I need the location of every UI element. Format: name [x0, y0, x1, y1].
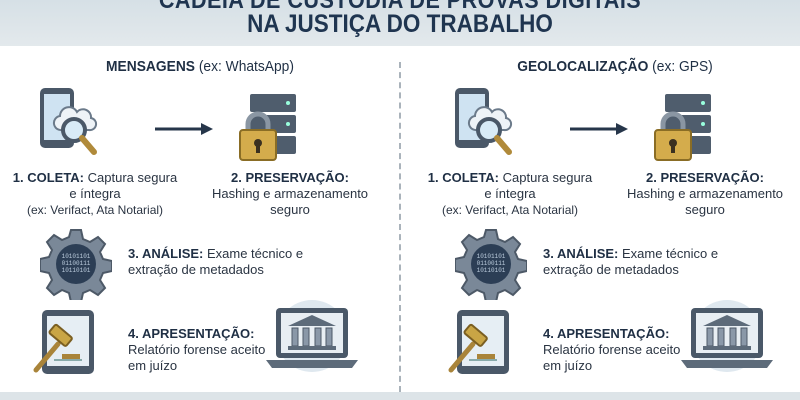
column-title: GEOLOCALIZAÇÃO (ex: GPS)	[431, 58, 799, 75]
step-label: 2. PRESERVAÇÃO:	[231, 170, 349, 185]
svg-text:10101101: 10101101	[62, 253, 91, 260]
step-label: 4. APRESENTAÇÃO:	[543, 326, 670, 341]
column-title-rest: (ex: GPS)	[648, 58, 713, 75]
phone-cloud-magnifier-icon	[36, 86, 106, 167]
tablet-gavel-icon	[447, 308, 513, 381]
step-label: 2. PRESERVAÇÃO:	[646, 170, 764, 185]
svg-text:10101101: 10101101	[477, 253, 506, 260]
step-1-coleta: 1. COLETA: Captura segura e íntegra (ex: …	[425, 170, 595, 218]
step-3-analise: 3. ANÁLISE: Exame técnico e extração de …	[543, 246, 733, 278]
laptop-courthouse-icon	[264, 298, 360, 379]
step-2-preservacao: 2. PRESERVAÇÃO:Hashing e armazenamento s…	[200, 170, 380, 218]
footer-strip	[0, 392, 800, 400]
column-divider	[399, 62, 401, 392]
column-geolocalizacao: GEOLOCALIZAÇÃO (ex: GPS) 1. COLETA: Capt…	[415, 46, 800, 392]
step-4-apresentacao: 4. APRESENTAÇÃO:Relatório forense aceito…	[543, 326, 683, 374]
arrow-right-icon	[155, 122, 215, 141]
svg-text:10110101: 10110101	[477, 267, 506, 274]
step-label: 3. ANÁLISE:	[543, 246, 619, 261]
svg-text:01100111: 01100111	[62, 260, 91, 267]
title-line-1: CADEIA DE CUSTÓDIA DE PROVAS DIGITAIS	[158, 0, 642, 14]
title-line-2: NA JUSTIÇA DO TRABALHO	[247, 10, 553, 38]
step-label: 1. COLETA:	[12, 170, 85, 185]
step-1-coleta: 1. COLETA: Captura segura e íntegra (ex: …	[10, 170, 180, 218]
column-title-bold: MENSAGENS	[106, 58, 195, 75]
laptop-courthouse-icon	[679, 298, 775, 379]
step-text: Relatório forense aceito em juízo	[543, 342, 681, 373]
arrow-right-icon	[570, 122, 630, 141]
step-text: Exame técnico e extração de metadados	[128, 246, 304, 277]
step-text: Relatório forense aceito em juízo	[128, 342, 266, 373]
step-label: 1. COLETA:	[427, 170, 500, 185]
step-text: Hashing e armazenamento seguro	[626, 186, 784, 217]
step-label: 4. APRESENTAÇÃO:	[128, 326, 255, 341]
step-text: Captura segura e íntegra	[69, 170, 178, 201]
step-text: Hashing e armazenamento seguro	[211, 186, 369, 217]
column-title-rest: (ex: WhatsApp)	[194, 58, 294, 75]
step-2-preservacao: 2. PRESERVAÇÃO:Hashing e armazenamento s…	[615, 170, 795, 218]
step-note: (ex: Verifact, Ata Notarial)	[26, 203, 164, 217]
step-text: Exame técnico e extração de metadados	[543, 246, 719, 277]
step-text: Captura segura e íntegra	[484, 170, 593, 201]
step-4-apresentacao: 4. APRESENTAÇÃO:Relatório forense aceito…	[128, 326, 268, 374]
column-mensagens: MENSAGENS (ex: WhatsApp) 1. COLETA: Capt…	[0, 46, 400, 392]
step-label: 3. ANÁLISE:	[128, 246, 204, 261]
step-3-analise: 3. ANÁLISE: Exame técnico e extração de …	[128, 246, 318, 278]
server-lock-icon	[651, 92, 715, 169]
phone-cloud-magnifier-icon	[451, 86, 521, 167]
svg-text:01100111: 01100111	[477, 260, 506, 267]
tablet-gavel-icon	[32, 308, 98, 381]
step-note: (ex: Verifact, Ata Notarial)	[441, 203, 579, 217]
header-banner: CADEIA DE CUSTÓDIA DE PROVAS DIGITAIS NA…	[0, 0, 800, 46]
column-title: MENSAGENS (ex: WhatsApp)	[16, 58, 384, 75]
server-lock-icon	[236, 92, 300, 169]
column-title-bold: GEOLOCALIZAÇÃO	[517, 58, 649, 75]
svg-text:10110101: 10110101	[62, 267, 91, 274]
